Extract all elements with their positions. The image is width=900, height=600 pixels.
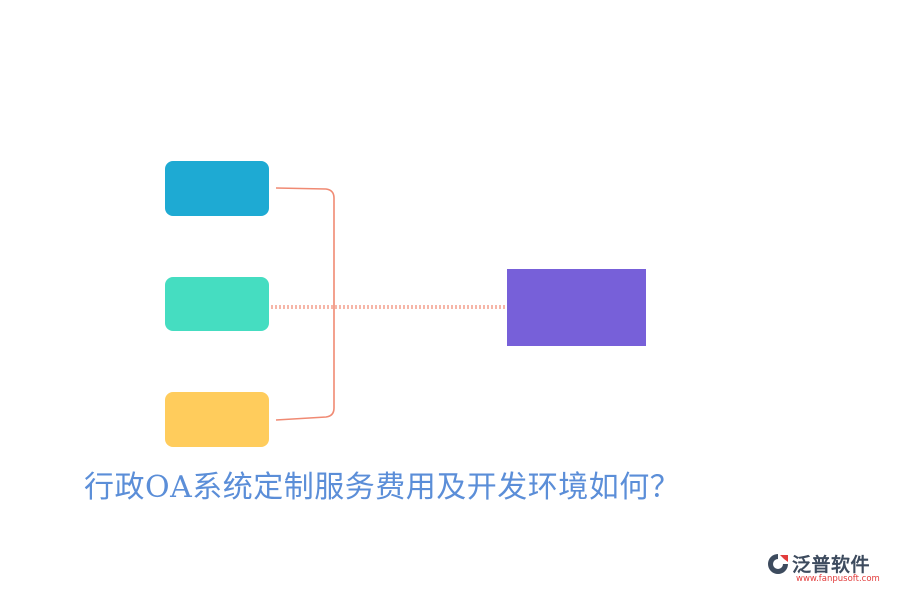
brand-watermark: 泛普软件 www.fanpusoft.com (766, 550, 888, 586)
fanpu-logo-icon (768, 554, 788, 574)
page-title: 行政OA系统定制服务费用及开发环境如何？ (84, 470, 681, 505)
node-blue-box (165, 161, 269, 216)
brand-url: www.fanpusoft.com (796, 574, 880, 584)
node-yellow-box (165, 392, 269, 447)
brand-name: 泛普软件 (792, 554, 871, 576)
node-teal-box (165, 277, 269, 331)
node-purple-box (507, 269, 646, 346)
bracket-connector (275, 187, 335, 421)
